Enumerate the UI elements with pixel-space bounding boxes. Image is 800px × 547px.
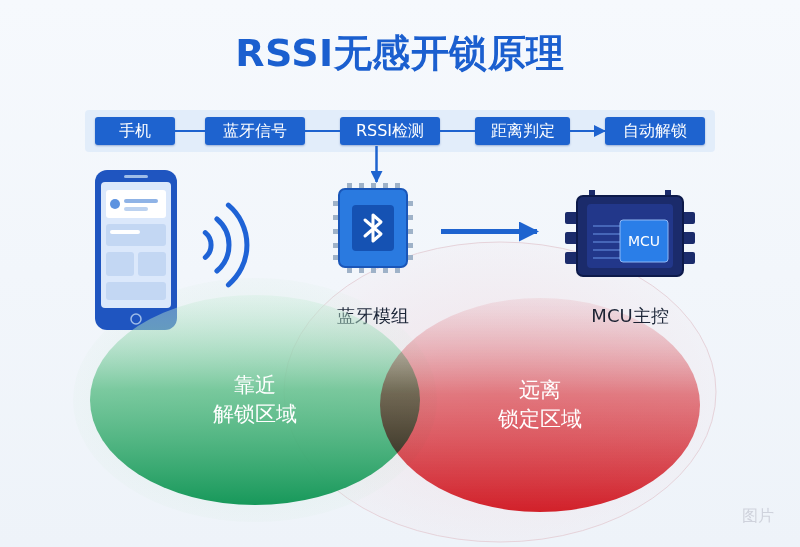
node-text: 距离判定	[475, 117, 570, 145]
screen-card	[106, 190, 166, 218]
signal-wave	[205, 233, 211, 258]
node-text: 自动解锁	[605, 117, 705, 145]
flow-step-box: RSSI检测	[340, 117, 440, 145]
mcu-trace	[593, 241, 620, 242]
chip-body	[339, 189, 407, 267]
connector-group	[305, 131, 340, 132]
screen-line	[110, 230, 140, 234]
bluetooth-symbol	[365, 215, 381, 241]
screen-tile	[106, 252, 134, 276]
mcu-body	[577, 196, 683, 276]
screen-tile	[138, 252, 166, 276]
flow-band	[85, 110, 715, 152]
screen-avatar	[110, 199, 120, 209]
node-text: 远离 锁定区域	[485, 376, 595, 435]
mcu-die	[620, 220, 668, 262]
diagram-title: RSSI无感开锁原理	[0, 28, 800, 79]
zone-ellipse: 靠近 解锁区域	[90, 295, 420, 505]
screen-line	[124, 199, 158, 203]
flow-arrow	[305, 130, 340, 132]
chip-shape	[333, 183, 413, 273]
node-text: 手机	[95, 117, 175, 145]
flow-arrow	[175, 130, 205, 132]
screen-card	[106, 224, 166, 246]
node-text: 蓝牙信号	[205, 117, 305, 145]
phone-body	[95, 170, 177, 330]
mcu-trace	[593, 233, 620, 234]
flow-arrow	[441, 229, 537, 234]
flow-step-box: 距离判定	[475, 117, 570, 145]
connector-group	[441, 231, 537, 232]
chip-core	[352, 205, 394, 251]
phone-speaker	[124, 175, 148, 178]
mcu-trace	[593, 225, 620, 226]
flow-arrow	[570, 130, 605, 132]
zone-ellipse-fill	[380, 298, 700, 512]
zone-ellipse-fill	[90, 295, 420, 505]
screen-line	[124, 207, 148, 211]
mcu-trace	[593, 249, 620, 250]
node-text: RSSI检测	[340, 117, 440, 145]
signal-wave	[228, 205, 247, 285]
phone-button	[131, 314, 141, 324]
flow-step-box: 蓝牙信号	[205, 117, 305, 145]
node-text: MCU	[620, 220, 668, 262]
watermark: 图片	[742, 506, 774, 527]
phone-illustration	[95, 170, 177, 330]
flow-arrow	[440, 130, 475, 132]
mcu-board	[587, 204, 673, 268]
connector-group	[376, 146, 377, 182]
node-text: 靠近 解锁区域	[200, 371, 310, 430]
zone-ellipse-shape	[90, 295, 420, 505]
connector-group	[570, 131, 605, 132]
connector-group	[440, 131, 475, 132]
mcu-trace	[593, 257, 620, 258]
mcu-chip: MCUMCU主控	[565, 190, 695, 282]
flow-arrow	[375, 146, 378, 182]
flow-step-box: 自动解锁	[605, 117, 705, 145]
zone-ellipse: 远离 锁定区域	[380, 298, 700, 512]
connector-group	[175, 131, 205, 132]
screen-card	[106, 282, 166, 300]
signal-waves	[205, 205, 247, 285]
zone-ellipse-shape	[380, 298, 700, 512]
phone-screen	[101, 182, 171, 308]
connectors	[175, 131, 605, 232]
bluetooth-module-chip: 蓝牙模组	[333, 183, 413, 273]
flow-step-box: 手机	[95, 117, 175, 145]
signal-wave	[217, 219, 229, 271]
